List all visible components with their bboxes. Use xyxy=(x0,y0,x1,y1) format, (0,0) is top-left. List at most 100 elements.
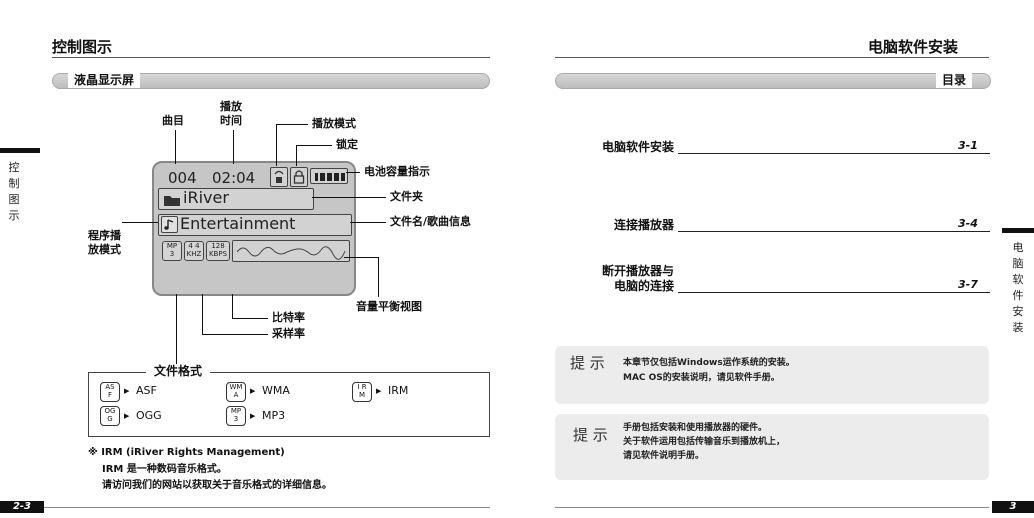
toc-line-3 xyxy=(678,292,990,293)
right-side-tab-marker xyxy=(1002,228,1034,233)
right-section-label: 目录 xyxy=(936,72,973,88)
callout-bitrate-line-h xyxy=(232,318,268,319)
left-page-title: 控制图示 xyxy=(52,38,113,56)
irm-note-title: ※ IRM (iRiver Rights Management) xyxy=(88,447,285,458)
callout-sample-line-h xyxy=(202,334,268,335)
note-1-head: 提 示 xyxy=(570,354,605,372)
callout-eq-line-v xyxy=(378,257,379,297)
irm-note-line2: 请访问我们的网站以获取关于音乐格式的详细信息。 xyxy=(102,480,332,491)
callout-lock-line-h xyxy=(296,145,332,146)
left-side-tab-marker xyxy=(0,148,40,153)
music-note-icon xyxy=(161,216,178,233)
note-box-1 xyxy=(555,346,989,404)
right-page-number: 3 xyxy=(992,501,1034,513)
left-page-number: 2-3 xyxy=(0,501,44,513)
left-bottom-rule xyxy=(44,507,490,508)
toc-line-1 xyxy=(678,153,990,154)
folder-icon xyxy=(163,192,181,211)
callout-battery-line xyxy=(346,172,360,173)
callout-folder-line xyxy=(312,197,386,198)
callout-track-line xyxy=(175,130,176,164)
note-2-head: 提 示 xyxy=(573,426,608,444)
callout-time-line xyxy=(233,130,234,164)
left-title-rule xyxy=(52,57,490,58)
battery-icon xyxy=(310,168,348,184)
note-2-line1: 手册包括安装和使用播放器的硬件。 xyxy=(623,423,768,433)
toc-label-3a: 断开播放器与 xyxy=(601,264,674,278)
left-section-label: 液晶显示屏 xyxy=(68,72,141,88)
callout-play-mode-line-v xyxy=(276,124,277,166)
toc-page-2: 3-4 xyxy=(958,217,978,230)
toc-page-1: 3-1 xyxy=(958,139,978,152)
callout-eq-view: 音量平衡视图 xyxy=(356,300,422,313)
ogg-label: OGG xyxy=(136,409,162,422)
lcd-folder-row xyxy=(158,188,314,210)
right-title-rule xyxy=(555,57,989,58)
right-side-tab-text: 电脑软件安装 xyxy=(1012,241,1024,334)
mp3-arrow: ▶ xyxy=(250,412,256,420)
left-side-tab-text: 控制图示 xyxy=(8,161,20,222)
note-2-line2: 关于软件运用包括传输音乐到播放机上， xyxy=(623,437,786,447)
callout-lock-line-v xyxy=(296,145,297,166)
callout-lock: 锁定 xyxy=(336,138,358,151)
note-1-line2: MAC OS的安装说明，请见软件手册。 xyxy=(623,373,780,383)
callout-program-1: 程序播 xyxy=(88,229,121,242)
callout-program-line xyxy=(122,222,158,223)
lcd-file-row xyxy=(158,214,352,236)
file-formats-title: 文件格式 xyxy=(146,364,211,378)
toc-line-2 xyxy=(678,231,990,232)
note-1-line1: 本章节仅包括Windows运作系统的安装。 xyxy=(623,358,795,368)
repeat-mode-icon xyxy=(270,167,288,187)
callout-time-2: 时间 xyxy=(220,114,242,127)
file-formats-box xyxy=(88,372,490,437)
irm-arrow: ▶ xyxy=(376,387,382,395)
callout-file-info-line xyxy=(350,222,386,223)
callout-sample-rate: 采样率 xyxy=(272,327,305,340)
lcd-play-time: 02:04 xyxy=(212,169,256,187)
toc-label-3b: 电脑的连接 xyxy=(613,279,674,293)
right-page-title: 电脑软件安装 xyxy=(868,38,959,56)
callout-program-2: 放模式 xyxy=(88,243,121,256)
equalizer-wave xyxy=(232,240,350,262)
lcd-track-number: 004 xyxy=(168,169,197,187)
lcd-file-name: Entertainment xyxy=(180,214,296,233)
right-section-bar xyxy=(555,73,991,89)
left-section-bar xyxy=(52,73,490,89)
irm-label: IRM xyxy=(388,384,409,397)
wma-arrow: ▶ xyxy=(250,387,256,395)
right-bottom-rule xyxy=(555,507,989,508)
wma-label: WMA xyxy=(262,384,290,397)
toc-page-3: 3-7 xyxy=(958,278,978,291)
callout-sample-line-v xyxy=(202,294,203,334)
callout-bitrate-line-v xyxy=(232,294,233,318)
lcd-folder-name: iRiver xyxy=(183,188,229,207)
callout-format-line xyxy=(176,294,177,372)
lock-icon xyxy=(290,167,308,187)
asf-label: ASF xyxy=(136,384,157,397)
callout-battery: 电池容量指示 xyxy=(364,165,430,178)
irm-note-line1: IRM 是一种数码音乐格式。 xyxy=(102,464,227,475)
callout-file-info: 文件名/歌曲信息 xyxy=(390,215,472,228)
mp3-label: MP3 xyxy=(262,409,286,422)
callout-play-mode-line-h xyxy=(276,124,308,125)
callout-bitrate: 比特率 xyxy=(272,311,305,324)
callout-track: 曲目 xyxy=(162,114,184,127)
note-2-line3: 请见软件说明手册。 xyxy=(623,451,705,461)
toc-label-1: 电脑软件安装 xyxy=(601,140,674,154)
callout-play-mode: 播放模式 xyxy=(312,117,356,130)
callout-folder: 文件夹 xyxy=(390,190,423,203)
callout-time-1: 播放 xyxy=(220,100,242,113)
toc-label-2: 连接播放器 xyxy=(613,218,674,232)
ogg-arrow: ▶ xyxy=(124,412,130,420)
note-box-2 xyxy=(555,414,989,480)
asf-arrow: ▶ xyxy=(124,387,130,395)
